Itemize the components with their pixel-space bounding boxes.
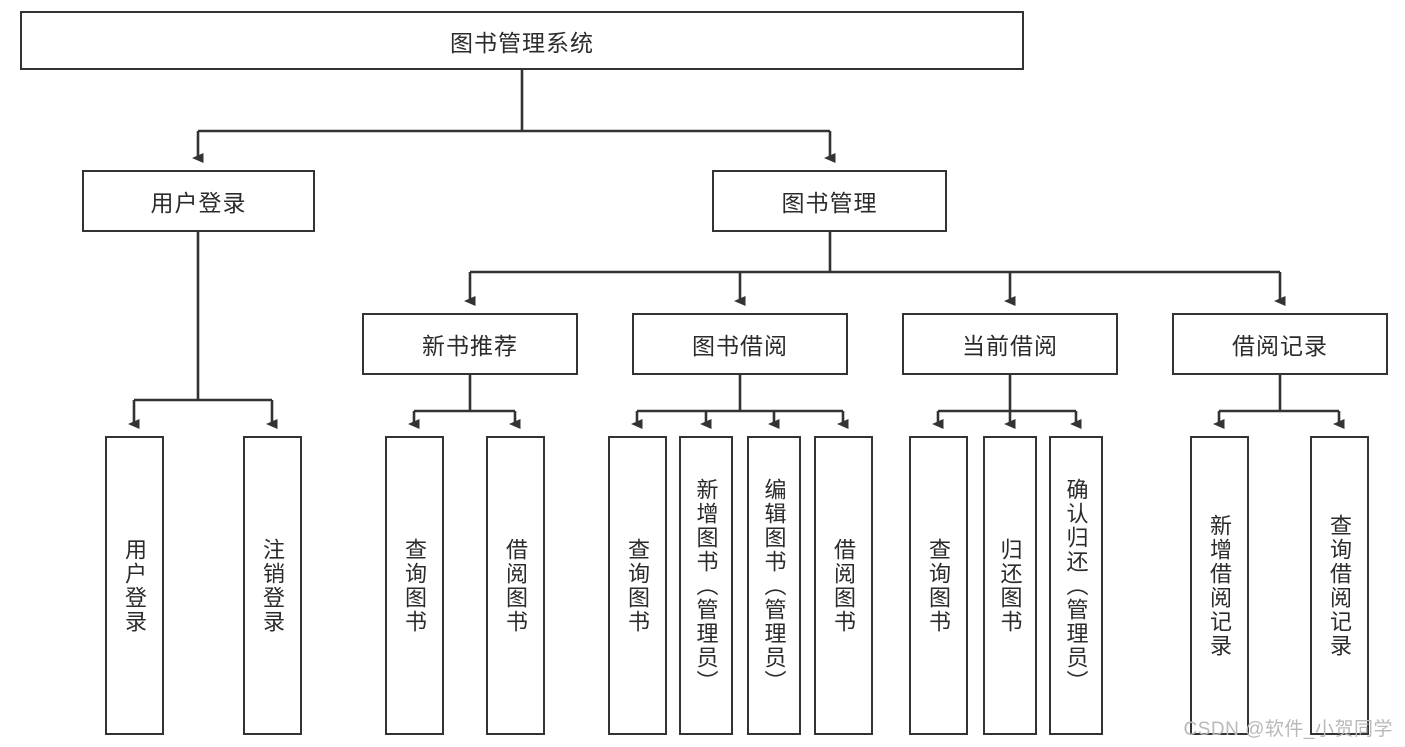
watermark-text: CSDN @软件_小贺同学 [1183,719,1393,740]
node-user-login[interactable]: 用户登录 [82,170,315,232]
node-leaf-logout-label: 注销登录 [260,537,286,634]
node-leaf-add-record[interactable]: 新增借阅记录 [1190,436,1249,735]
node-leaf-edit-book-label: 编辑图书（管理员） [761,477,787,694]
node-current-borrow[interactable]: 当前借阅 [902,313,1118,375]
node-leaf-return-book-label: 归还图书 [997,537,1023,634]
node-leaf-user-login[interactable]: 用户登录 [105,436,164,735]
node-leaf-query-book-2[interactable]: 查询图书 [608,436,667,735]
node-leaf-query-book-1[interactable]: 查询图书 [385,436,444,735]
node-new-book-recommend[interactable]: 新书推荐 [362,313,578,375]
node-root[interactable]: 图书管理系统 [20,11,1024,70]
node-leaf-edit-book[interactable]: 编辑图书（管理员） [747,436,801,735]
node-borrow-record-label: 借阅记录 [1232,333,1328,359]
node-leaf-return-book[interactable]: 归还图书 [983,436,1037,735]
node-leaf-add-book-label: 新增图书（管理员） [693,477,719,694]
node-leaf-confirm-return-label: 确认归还（管理员） [1063,477,1089,694]
node-new-book-recommend-label: 新书推荐 [422,333,518,359]
node-leaf-borrow-book-2[interactable]: 借阅图书 [814,436,873,735]
node-leaf-query-record[interactable]: 查询借阅记录 [1310,436,1369,735]
node-book-manage[interactable]: 图书管理 [712,170,947,232]
node-leaf-borrow-book-2-label: 借阅图书 [831,537,857,634]
node-root-label: 图书管理系统 [450,29,594,56]
node-leaf-borrow-book-1-label: 借阅图书 [503,537,529,634]
node-user-login-label: 用户登录 [150,190,247,216]
node-current-borrow-label: 当前借阅 [962,333,1058,359]
node-leaf-query-book-3-label: 查询图书 [926,537,952,634]
node-book-borrow[interactable]: 图书借阅 [632,313,848,375]
node-borrow-record[interactable]: 借阅记录 [1172,313,1388,375]
node-leaf-query-book-2-label: 查询图书 [625,537,651,634]
node-leaf-add-record-label: 新增借阅记录 [1207,513,1233,658]
node-book-manage-label: 图书管理 [781,190,878,216]
node-leaf-user-login-label: 用户登录 [122,537,148,634]
node-leaf-query-book-1-label: 查询图书 [402,537,428,634]
node-leaf-logout[interactable]: 注销登录 [243,436,302,735]
node-book-borrow-label: 图书借阅 [692,333,788,359]
node-leaf-borrow-book-1[interactable]: 借阅图书 [486,436,545,735]
node-leaf-add-book[interactable]: 新增图书（管理员） [679,436,733,735]
node-leaf-confirm-return[interactable]: 确认归还（管理员） [1049,436,1103,735]
node-leaf-query-book-3[interactable]: 查询图书 [909,436,968,735]
node-leaf-query-record-label: 查询借阅记录 [1327,513,1353,658]
